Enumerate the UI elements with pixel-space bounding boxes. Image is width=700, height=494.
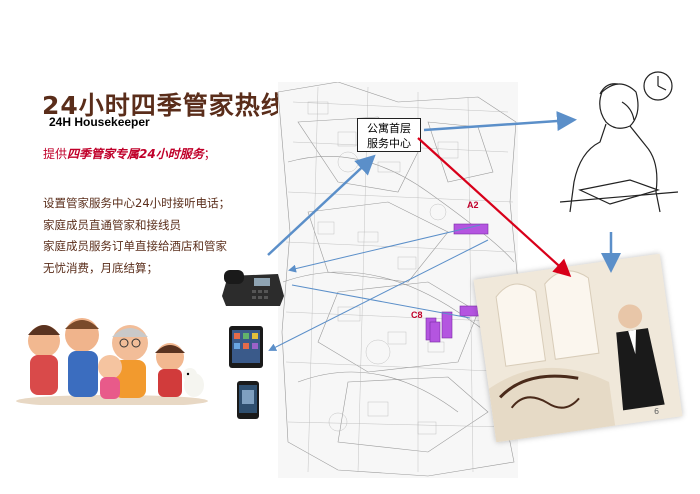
intro-suffix: ；	[203, 147, 216, 161]
family-cartoon-image	[12, 305, 208, 407]
arrow-phone-to-building	[291, 284, 471, 319]
service-bullet-list: 设置管家服务中心24小时接听电话； 家庭成员直通管家和接线员 家庭成员服务订单直…	[43, 193, 230, 279]
service-center-line2: 服务中心	[367, 137, 411, 150]
page-number: 6	[654, 407, 660, 416]
map-label-c8: C8	[411, 310, 423, 320]
bullet-item: 家庭成员直通管家和接线员	[43, 217, 181, 232]
service-center-line1: 公寓首层	[367, 122, 411, 135]
map-label-a2: A2	[467, 200, 479, 210]
arrow-center-to-butler	[417, 137, 572, 277]
housekeeper-sketch-drawing	[559, 71, 679, 213]
bullet-item: 家庭成员服务订单直接给酒店和管家	[43, 239, 227, 253]
smartphone-icon	[236, 380, 260, 420]
arrow-family-to-center	[267, 154, 376, 256]
building-a2	[453, 223, 489, 235]
arrow-hotel-to-tablet	[268, 239, 489, 351]
intro-emphasis: 四季管家专属24小时服务	[67, 147, 204, 161]
bullet-item: 无忧消费，月底结算；	[43, 260, 158, 275]
family-cartoon-drawing	[16, 318, 208, 407]
intro-line: 提供四季管家专属24小时服务；	[43, 145, 216, 162]
service-center-box: 公寓首层 服务中心	[357, 118, 421, 152]
bullet-item: 设置管家服务中心24小时接听电话；	[43, 196, 231, 210]
building-c7-b	[441, 311, 453, 339]
building-c8-a	[429, 321, 441, 343]
intro-prefix: 提供	[43, 147, 68, 161]
housekeeper-sketch-image	[559, 62, 679, 220]
clock-icon	[643, 71, 673, 101]
site-plan-drawing	[277, 81, 524, 477]
page-title: 24小时四季管家热线	[42, 91, 287, 120]
page-subtitle: 24H Housekeeper	[49, 115, 150, 129]
butler-photo	[473, 253, 683, 443]
arrow-center-to-housekeeper	[423, 111, 577, 132]
tablet-icon	[228, 325, 264, 369]
arrow-hotel-to-phone	[288, 224, 481, 273]
desk-phone-icon	[218, 266, 286, 308]
